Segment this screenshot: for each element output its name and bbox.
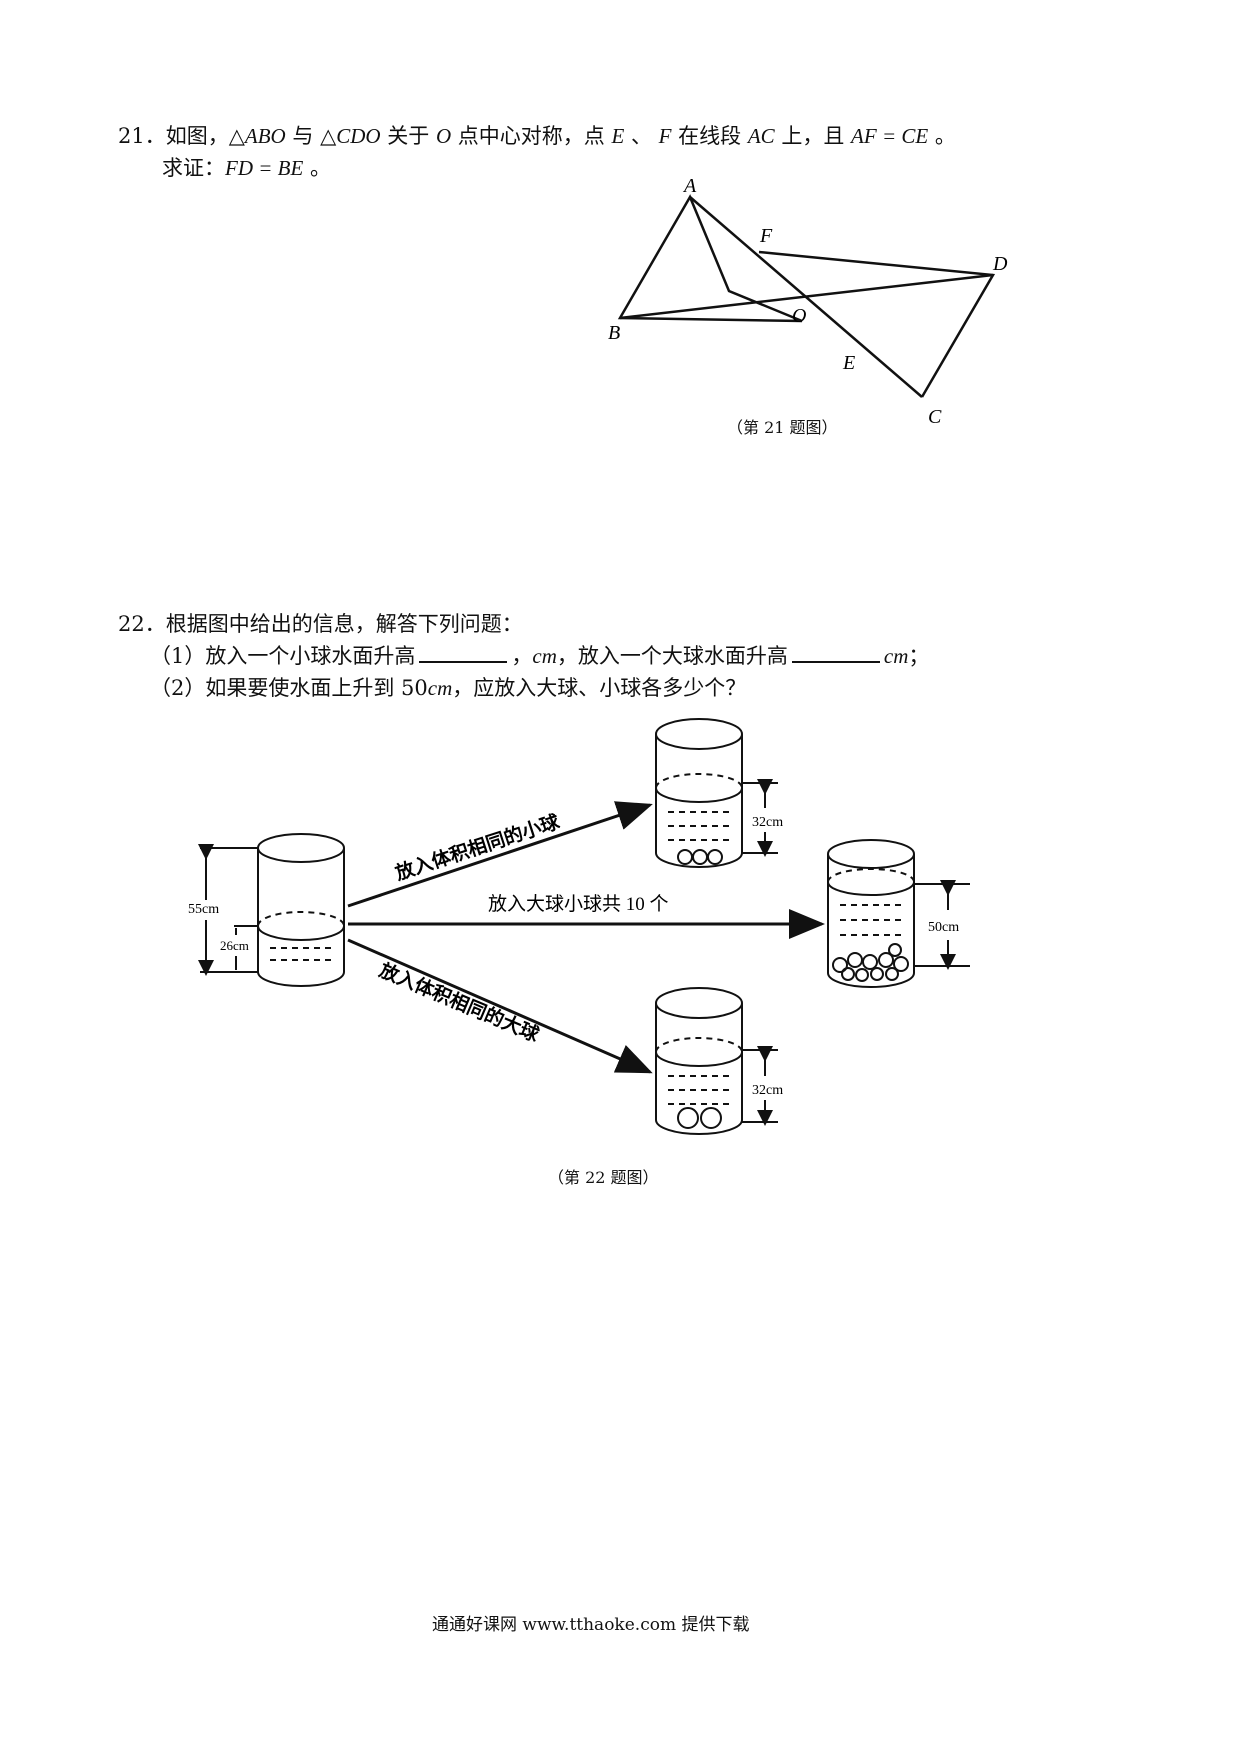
triangle-cdo-shape [758, 250, 996, 398]
arrow-small [347, 801, 653, 908]
segment-bd [619, 273, 994, 320]
label-d: D [992, 253, 1008, 275]
label-b: B [608, 322, 620, 344]
triangle-abo: △ABO [228, 124, 286, 148]
q22-caption: （第 22 题图） [548, 1168, 659, 1187]
q21-prove: 求证：FD = BE 。 [162, 156, 332, 180]
q22-part2: （2）如果要使水面上升到 50cm，应放入大球、小球各多少个？ [150, 676, 747, 700]
label-o: O [792, 305, 806, 327]
triangle-abo-shape [617, 194, 803, 323]
answer-blank-small[interactable] [419, 643, 508, 663]
label-a: A [682, 175, 697, 197]
label-32cm-large: 32cm [752, 1083, 783, 1098]
label-f: F [759, 225, 773, 247]
triangle-cdo: △CDO [320, 124, 381, 148]
label-small-balls: 放入体积相同的小球 [391, 810, 563, 885]
arrow-large [347, 938, 653, 1074]
cylinder-small-balls [655, 718, 778, 868]
label-55cm: 55cm [188, 902, 219, 917]
label-e: E [842, 352, 855, 374]
label-c: C [928, 406, 942, 428]
cylinder-large-balls [655, 987, 778, 1135]
cylinder-initial [198, 833, 345, 987]
footer: 通通好课网 www.tthaoke.com 提供下载 [432, 1615, 750, 1635]
q21-number: 21． [118, 124, 166, 148]
label-50cm: 50cm [928, 920, 959, 935]
q21-statement: 21．如图，△ABO 与 △CDO 关于 O 点中心对称，点 E 、 F 在线段… [118, 124, 956, 148]
cylinder-mixed [827, 839, 970, 988]
answer-blank-large[interactable] [791, 643, 880, 663]
q22-intro: 22．根据图中给出的信息，解答下列问题： [118, 612, 523, 636]
label-26cm: 26cm [220, 938, 249, 953]
q22-number: 22． [118, 612, 166, 636]
label-mixed-balls: 放入大球小球共 10 个 [488, 893, 669, 915]
prove-equation: FD = BE [225, 156, 304, 180]
q21-figure: A B C D E F O [608, 175, 1008, 428]
label-32cm-small: 32cm [752, 815, 783, 830]
given-equation: AF = CE [851, 124, 929, 148]
q21-caption: （第 21 题图） [727, 418, 838, 437]
q22-figure: 55cm 26cm 放入体积相同的小球 放入大球小球共 10 个 放入体积相同的… [188, 718, 970, 1135]
label-large-balls: 放入体积相同的大球 [375, 958, 543, 1047]
